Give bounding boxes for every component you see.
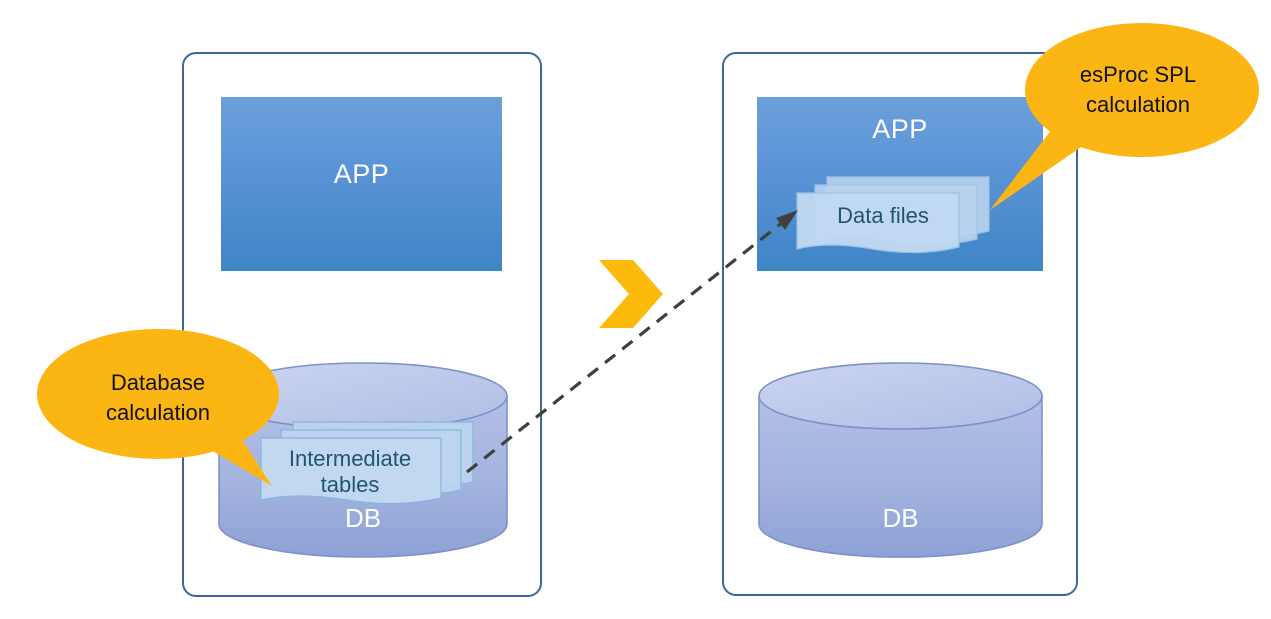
left-app-box: APP [221,97,502,271]
callout-database-calculation: Database calculation [36,328,296,508]
callout-esproc-spl-calculation: esProc SPL calculation [990,22,1260,212]
right-app-label: APP [872,114,928,144]
right-db-cylinder: DB [758,362,1043,558]
data-files-stack: Data files [795,175,991,257]
left-app-label: APP [333,159,390,189]
transition-arrow-icon [597,258,665,330]
